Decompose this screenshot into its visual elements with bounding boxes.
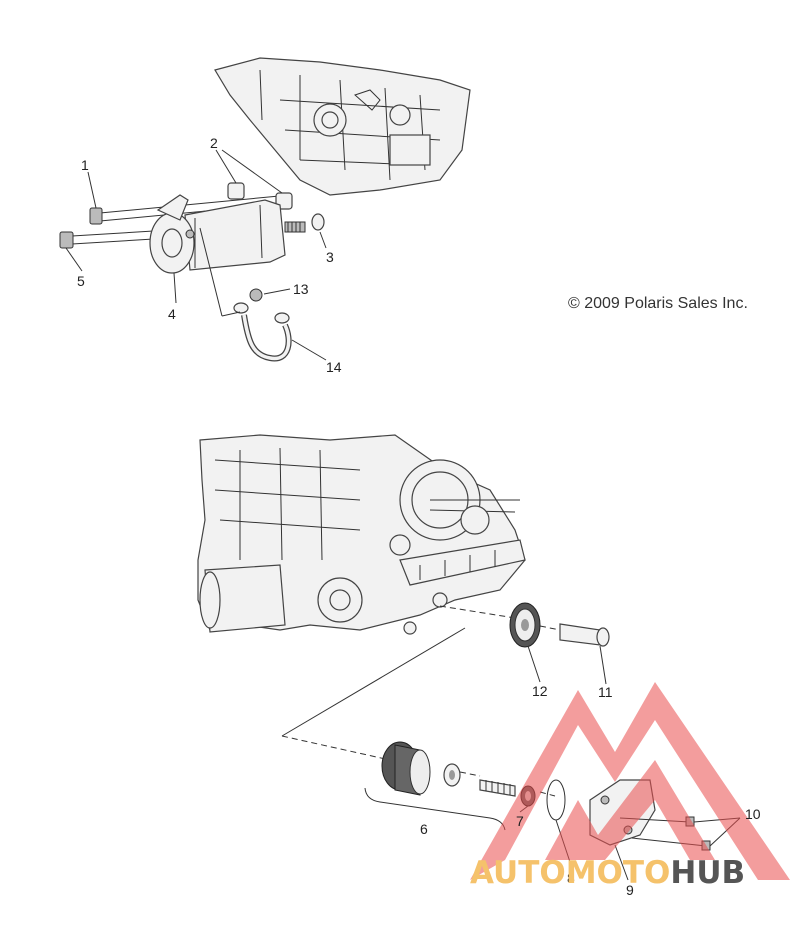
copyright-notice: © 2009 Polaris Sales Inc. bbox=[568, 295, 748, 312]
callout-6: 6 bbox=[420, 821, 428, 837]
starter-mount-hardware bbox=[59, 182, 293, 249]
watermark-part-1: AUTOMOTO bbox=[470, 855, 670, 891]
nut bbox=[249, 288, 263, 302]
starter-cable bbox=[233, 302, 292, 362]
idler-gear bbox=[509, 602, 541, 648]
callout-11: 11 bbox=[598, 684, 613, 700]
callout-labels: 1 2 3 4 5 6 7 8 10 9 11 12 13 14 bbox=[77, 135, 761, 898]
alignment-dashes bbox=[281, 605, 561, 797]
callout-5: 5 bbox=[77, 273, 85, 289]
watermark-logo bbox=[470, 682, 790, 880]
lower-engine-block bbox=[197, 434, 526, 635]
callout-1: 1 bbox=[81, 157, 89, 173]
callout-3: 3 bbox=[326, 249, 334, 265]
upper-leader-lines bbox=[65, 149, 327, 361]
watermark-part-2: HUB bbox=[670, 855, 745, 891]
callout-14: 14 bbox=[326, 359, 342, 375]
callout-2: 2 bbox=[210, 135, 218, 151]
callout-4: 4 bbox=[168, 306, 176, 322]
upper-engine-block bbox=[214, 57, 471, 196]
callout-8: 8 bbox=[567, 870, 575, 886]
idler-shaft bbox=[559, 623, 610, 647]
starter-motor bbox=[149, 194, 306, 274]
gasket bbox=[546, 779, 566, 821]
watermark-text: AUTOMOTOHUB bbox=[470, 855, 745, 891]
callout-9: 9 bbox=[626, 882, 634, 898]
callout-10: 10 bbox=[745, 806, 761, 822]
callout-12: 12 bbox=[532, 683, 548, 699]
callout-7: 7 bbox=[516, 813, 524, 829]
callout-13: 13 bbox=[293, 281, 309, 297]
o-ring bbox=[311, 213, 325, 231]
